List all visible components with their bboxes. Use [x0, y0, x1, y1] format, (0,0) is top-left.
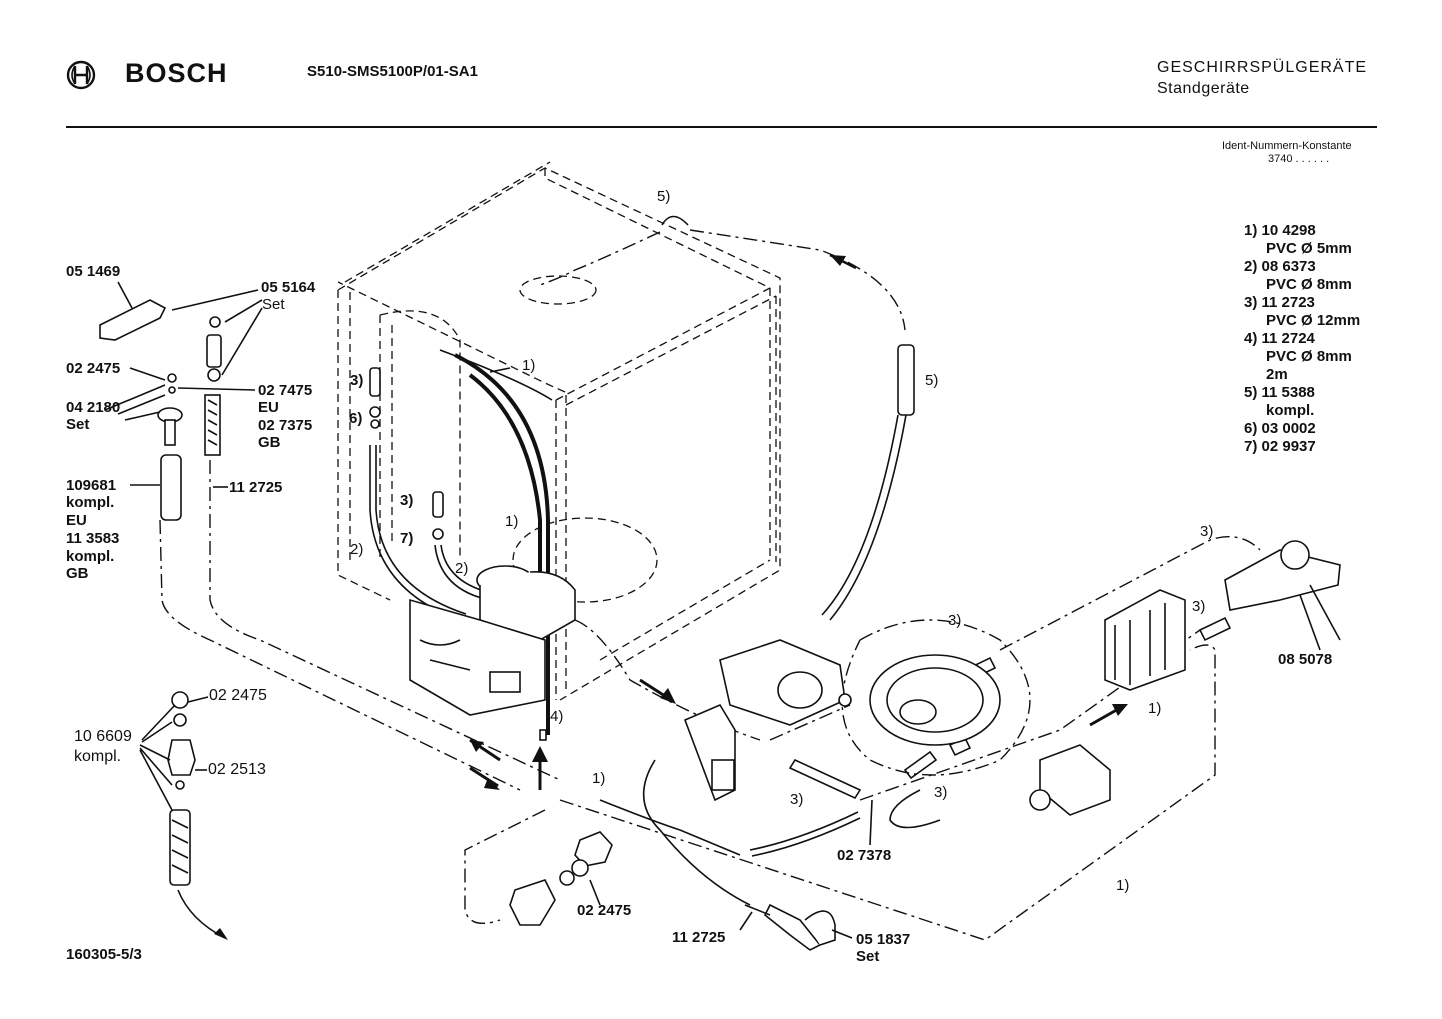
- part-051469-label: 05 1469: [66, 263, 121, 280]
- legend-item-4-spec: PVC Ø 8mm: [1266, 348, 1352, 365]
- callout-7: 7): [400, 530, 414, 547]
- legend-item-2: 2) 08 6373: [1244, 258, 1316, 275]
- callout-1-d: 1): [1148, 700, 1162, 717]
- ident-value: 3740 . . . . . .: [1268, 153, 1330, 165]
- part-027378-label: 02 7378: [837, 847, 892, 864]
- part-109681-label: 109681: [66, 477, 117, 494]
- callout-3-f: 3): [790, 791, 804, 808]
- model-number: S510-SMS5100P/01-SA1: [307, 63, 478, 80]
- part-113583-kompl-label: kompl.: [66, 548, 115, 565]
- leader-lines: [104, 281, 1321, 939]
- circulation-pump: [719, 619, 1031, 776]
- part-022475-label-b: 02 2475: [209, 687, 267, 704]
- appliance-subcategory: Standgeräte: [1157, 80, 1250, 97]
- callout-3-e: 3): [1192, 598, 1206, 615]
- part-113583-label: 11 3583: [66, 530, 120, 547]
- legend-item-5-spec: kompl.: [1266, 402, 1315, 419]
- callout-6: 6): [349, 410, 363, 427]
- legend-item-7: 7) 02 9937: [1244, 438, 1316, 455]
- part-042180-set-label: Set: [66, 416, 90, 433]
- drawing-number: 160305-5/3: [66, 946, 142, 963]
- legend-item-1-spec: PVC Ø 5mm: [1266, 240, 1352, 257]
- part-112725-label-a: 11 2725: [229, 479, 283, 496]
- callout-3-a: 3): [350, 372, 364, 389]
- callout-2-b: 2): [455, 560, 469, 577]
- part-055164-label: 05 5164: [261, 279, 316, 296]
- callout-5-top: 5): [657, 188, 671, 205]
- legend-item-1: 1) 10 4298: [1244, 222, 1316, 239]
- callout-3-c: 3): [948, 612, 962, 629]
- callout-4: 4): [550, 708, 564, 725]
- callout-3-g: 3): [934, 784, 948, 801]
- drain-elbow: [744, 903, 836, 951]
- valve-bracket: [683, 703, 736, 802]
- legend-item-3: 3) 11 2723: [1244, 294, 1315, 311]
- ident-label: Ident-Nummern-Konstante: [1222, 140, 1352, 152]
- callout-3-b: 3): [400, 492, 414, 509]
- inlet-valve: [1029, 744, 1111, 816]
- legend-item-3-spec: PVC Ø 12mm: [1266, 312, 1361, 329]
- water-softener-manifold: [1104, 540, 1341, 691]
- callout-3-d: 3): [1200, 523, 1214, 540]
- sump-pump: [409, 565, 576, 741]
- tub-fittings: [369, 367, 444, 540]
- part-085078-label: 08 5078: [1278, 651, 1333, 668]
- callout-1-c: 1): [592, 770, 606, 787]
- callout-1-e: 1): [1116, 877, 1130, 894]
- part-106609-label: 10 6609: [74, 728, 132, 745]
- tub-outline: [337, 161, 781, 701]
- part-027475-eu-label: EU: [258, 399, 279, 416]
- header-rule: [66, 126, 1377, 128]
- callout-1-mid: 1): [505, 513, 519, 530]
- bosch-logo-icon: [66, 60, 96, 90]
- callout-5-right: 5): [925, 372, 939, 389]
- legend-item-4-length: 2m: [1266, 366, 1288, 383]
- legend-item-6: 6) 03 0002: [1244, 420, 1316, 437]
- part-022475-label-c: 02 2475: [577, 902, 632, 919]
- part-113583-gb-label: GB: [66, 565, 89, 582]
- callout-1-top: 1): [522, 357, 536, 374]
- part-042180-label: 04 2180: [66, 399, 121, 416]
- flow-arrows: [469, 678, 1128, 790]
- legend-item-5: 5) 11 5388: [1244, 384, 1315, 401]
- part-112725-label-b: 11 2725: [672, 929, 726, 946]
- callout-2-a: 2): [350, 541, 364, 558]
- hose-routes: [159, 460, 1261, 941]
- part-022475-label-a: 02 2475: [66, 360, 121, 377]
- part-051837-set-label: Set: [856, 948, 880, 965]
- hose-legend: 1) 10 4298 PVC Ø 5mm 2) 08 6373 PVC Ø 8m…: [1244, 222, 1360, 456]
- appliance-category: GESCHIRRSPÜLGERÄTE: [1157, 59, 1368, 76]
- legend-item-2-spec: PVC Ø 8mm: [1266, 276, 1352, 293]
- part-027375-label: 02 7375: [258, 417, 313, 434]
- part-027475-label: 02 7475: [258, 382, 313, 399]
- brand-name: BOSCH: [125, 58, 228, 88]
- part-109681-eu-label: EU: [66, 512, 87, 529]
- part-027375-gb-label: GB: [258, 434, 281, 451]
- drain-fittings: [509, 831, 613, 926]
- part-055164-set-label: Set: [262, 296, 285, 313]
- part-106609-kompl-label: kompl.: [74, 748, 122, 765]
- legend-item-4: 4) 11 2724: [1244, 330, 1315, 347]
- left-column-parts: [99, 299, 222, 886]
- part-051837-label: 05 1837: [856, 931, 911, 948]
- part-022513-label: 02 2513: [208, 761, 266, 778]
- hose-5-loop: [539, 215, 915, 621]
- part-109681-kompl-label: kompl.: [66, 494, 115, 511]
